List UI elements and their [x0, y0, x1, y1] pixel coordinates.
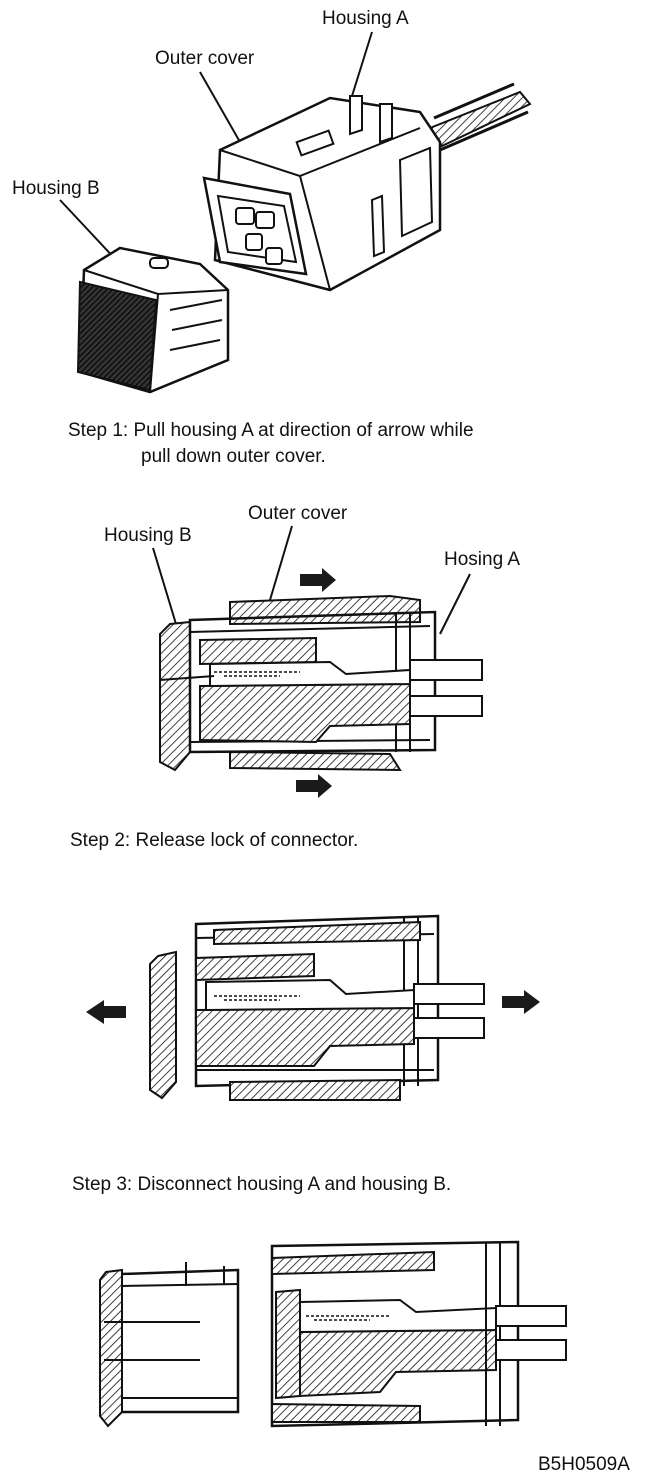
figure-code: B5H0509A [538, 1454, 630, 1475]
housing-a-section [270, 1240, 567, 1428]
housing-b-3d [76, 246, 230, 394]
connector-3d-illustration [59, 31, 532, 394]
connector-cross-section-step1 [152, 525, 483, 798]
label-hosing-a-mid: Hosing A [444, 549, 521, 570]
connector-disconnected [99, 1240, 567, 1428]
label-outer-cover: Outer cover [155, 48, 255, 69]
step-3-text: Step 3: Disconnect housing A and housing… [72, 1174, 452, 1195]
housing-b-section [99, 1262, 240, 1428]
label-outer-cover-mid: Outer cover [248, 503, 348, 524]
label-housing-b-mid: Housing B [104, 525, 192, 546]
step-1-line-1: Step 1: Pull housing A at direction of a… [68, 420, 474, 441]
label-housing-b: Housing B [12, 178, 100, 199]
step-1-text: Step 1: Pull housing A at direction of a… [68, 418, 474, 470]
connector-cross-section-step2 [86, 914, 540, 1101]
step-2-text: Step 2: Release lock of connector. [70, 830, 359, 851]
step-1-line-2: pull down outer cover. [141, 446, 326, 467]
wire-bundle [428, 82, 532, 152]
housing-a-3d [202, 95, 442, 292]
label-housing-a: Housing A [322, 8, 409, 29]
